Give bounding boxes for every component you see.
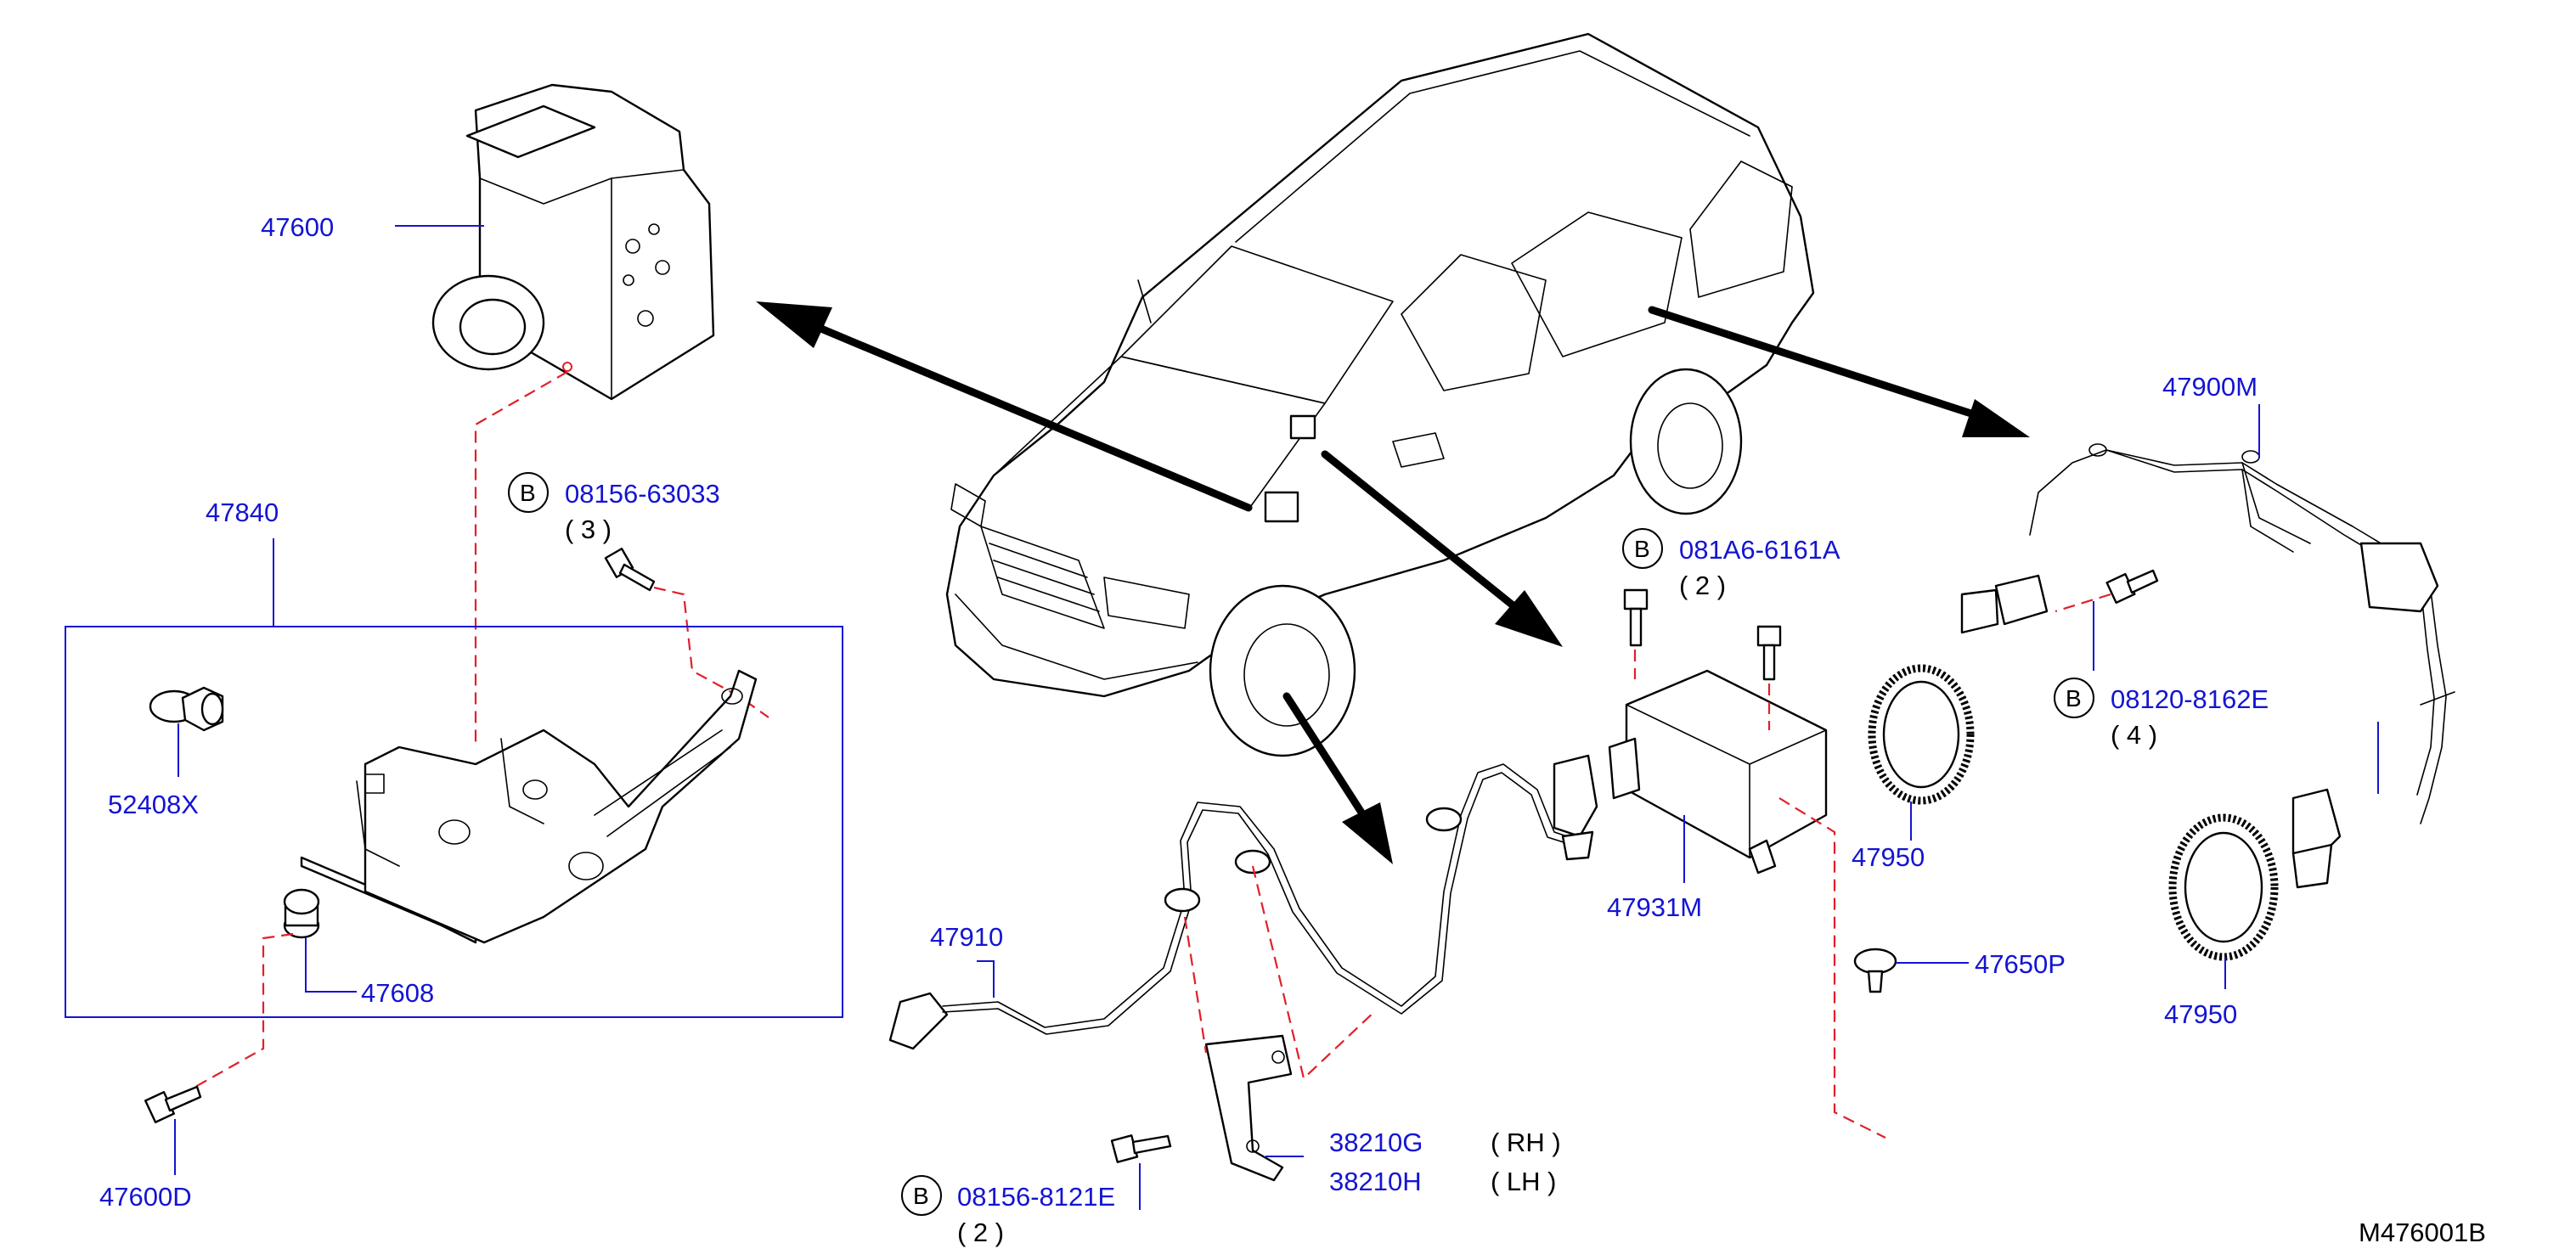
bolt-icon	[604, 548, 656, 592]
bolt-quantity-08156-8121e: ( 2 )	[957, 1218, 1004, 1247]
bolt-marker: B	[1634, 536, 1650, 562]
sensor-rotor-47950-b	[2168, 813, 2279, 961]
part-label-47910: 47910	[930, 922, 1003, 952]
dash-sensor-bracket-a	[1183, 916, 1208, 1054]
leader-47608	[305, 937, 357, 993]
part-label-47950-b: 47950	[2164, 999, 2237, 1029]
bolt-callout-08120-8162e: B 08120-8162E ( 4 )	[2054, 678, 2269, 750]
clip-47650p	[1853, 948, 1897, 993]
sensor-bracket-38210	[1204, 1034, 1293, 1182]
bolt-quantity-081a6-6161a: ( 2 )	[1679, 571, 1726, 600]
bolt-part-number-081a6-6161a: 081A6-6161A	[1679, 535, 1840, 565]
side-label-lh: ( LH )	[1491, 1167, 1557, 1196]
part-label-38210h: 38210H	[1329, 1167, 1422, 1196]
part-label-47840: 47840	[206, 498, 279, 527]
part-label-47600: 47600	[261, 212, 334, 242]
location-arrows	[756, 301, 2030, 864]
bolt-part-number-08156-8121e: 08156-8121E	[957, 1182, 1115, 1212]
grommet-52408x	[149, 686, 224, 732]
part-label-47608: 47608	[361, 978, 434, 1008]
bolt-callout-08156-63033: B 08156-63033 ( 3 )	[508, 472, 720, 544]
bolt-47600d	[144, 1085, 202, 1123]
part-label-38210g: 38210G	[1329, 1128, 1423, 1157]
bolt-part-number-08156-63033: 08156-63033	[565, 479, 720, 509]
vehicle-illustration	[945, 32, 1815, 757]
bushing-47608	[283, 888, 320, 939]
sensor-rotor-47950-a	[1868, 664, 1975, 805]
dash-bushing-bolt	[194, 932, 294, 1088]
abs-actuator-unit	[431, 83, 715, 401]
bolt-quantity-08156-63033: ( 3 )	[565, 515, 612, 544]
part-label-47600d: 47600D	[99, 1182, 192, 1212]
diagram-code: M476001B	[2359, 1218, 2486, 1247]
bolt-callout-081a6-6161a: B 081A6-6161A ( 2 )	[1622, 528, 1840, 600]
part-label-52408x: 52408X	[108, 790, 199, 819]
part-label-47900m: 47900M	[2162, 372, 2258, 402]
leader-47910	[977, 960, 995, 998]
front-wheel-sensor-47910	[888, 754, 1598, 1050]
bolt-quantity-08120-8162e: ( 4 )	[2111, 720, 2157, 750]
abs-bracket	[300, 669, 758, 944]
part-label-47931m: 47931M	[1607, 892, 1702, 922]
dash-sensor-bracket-b	[1251, 865, 1377, 1081]
bolt-marker: B	[2066, 685, 2082, 712]
bracket-kit-frame	[65, 626, 843, 1018]
bolt-callout-08156-8121e: B 08156-8121E ( 2 )	[901, 1175, 1115, 1247]
part-label-47650p: 47650P	[1975, 949, 2066, 979]
bolt-08156-8121e-icon	[1110, 1134, 1172, 1163]
rear-sensor-harness-47900m	[1960, 443, 2455, 889]
dash-harness-bolt	[2055, 593, 2111, 613]
bolt-marker: B	[913, 1183, 929, 1209]
dash-actuator-bracket	[474, 371, 568, 747]
bolt-marker: B	[520, 480, 536, 506]
module-bolts	[1623, 588, 1782, 681]
part-label-47950-a: 47950	[1852, 842, 1925, 872]
bolt-part-number-08120-8162e: 08120-8162E	[2111, 684, 2269, 714]
control-module-47931m	[1608, 669, 1828, 875]
side-label-rh: ( RH )	[1491, 1128, 1561, 1157]
bolt-08120-8162e-icon	[2105, 569, 2159, 605]
